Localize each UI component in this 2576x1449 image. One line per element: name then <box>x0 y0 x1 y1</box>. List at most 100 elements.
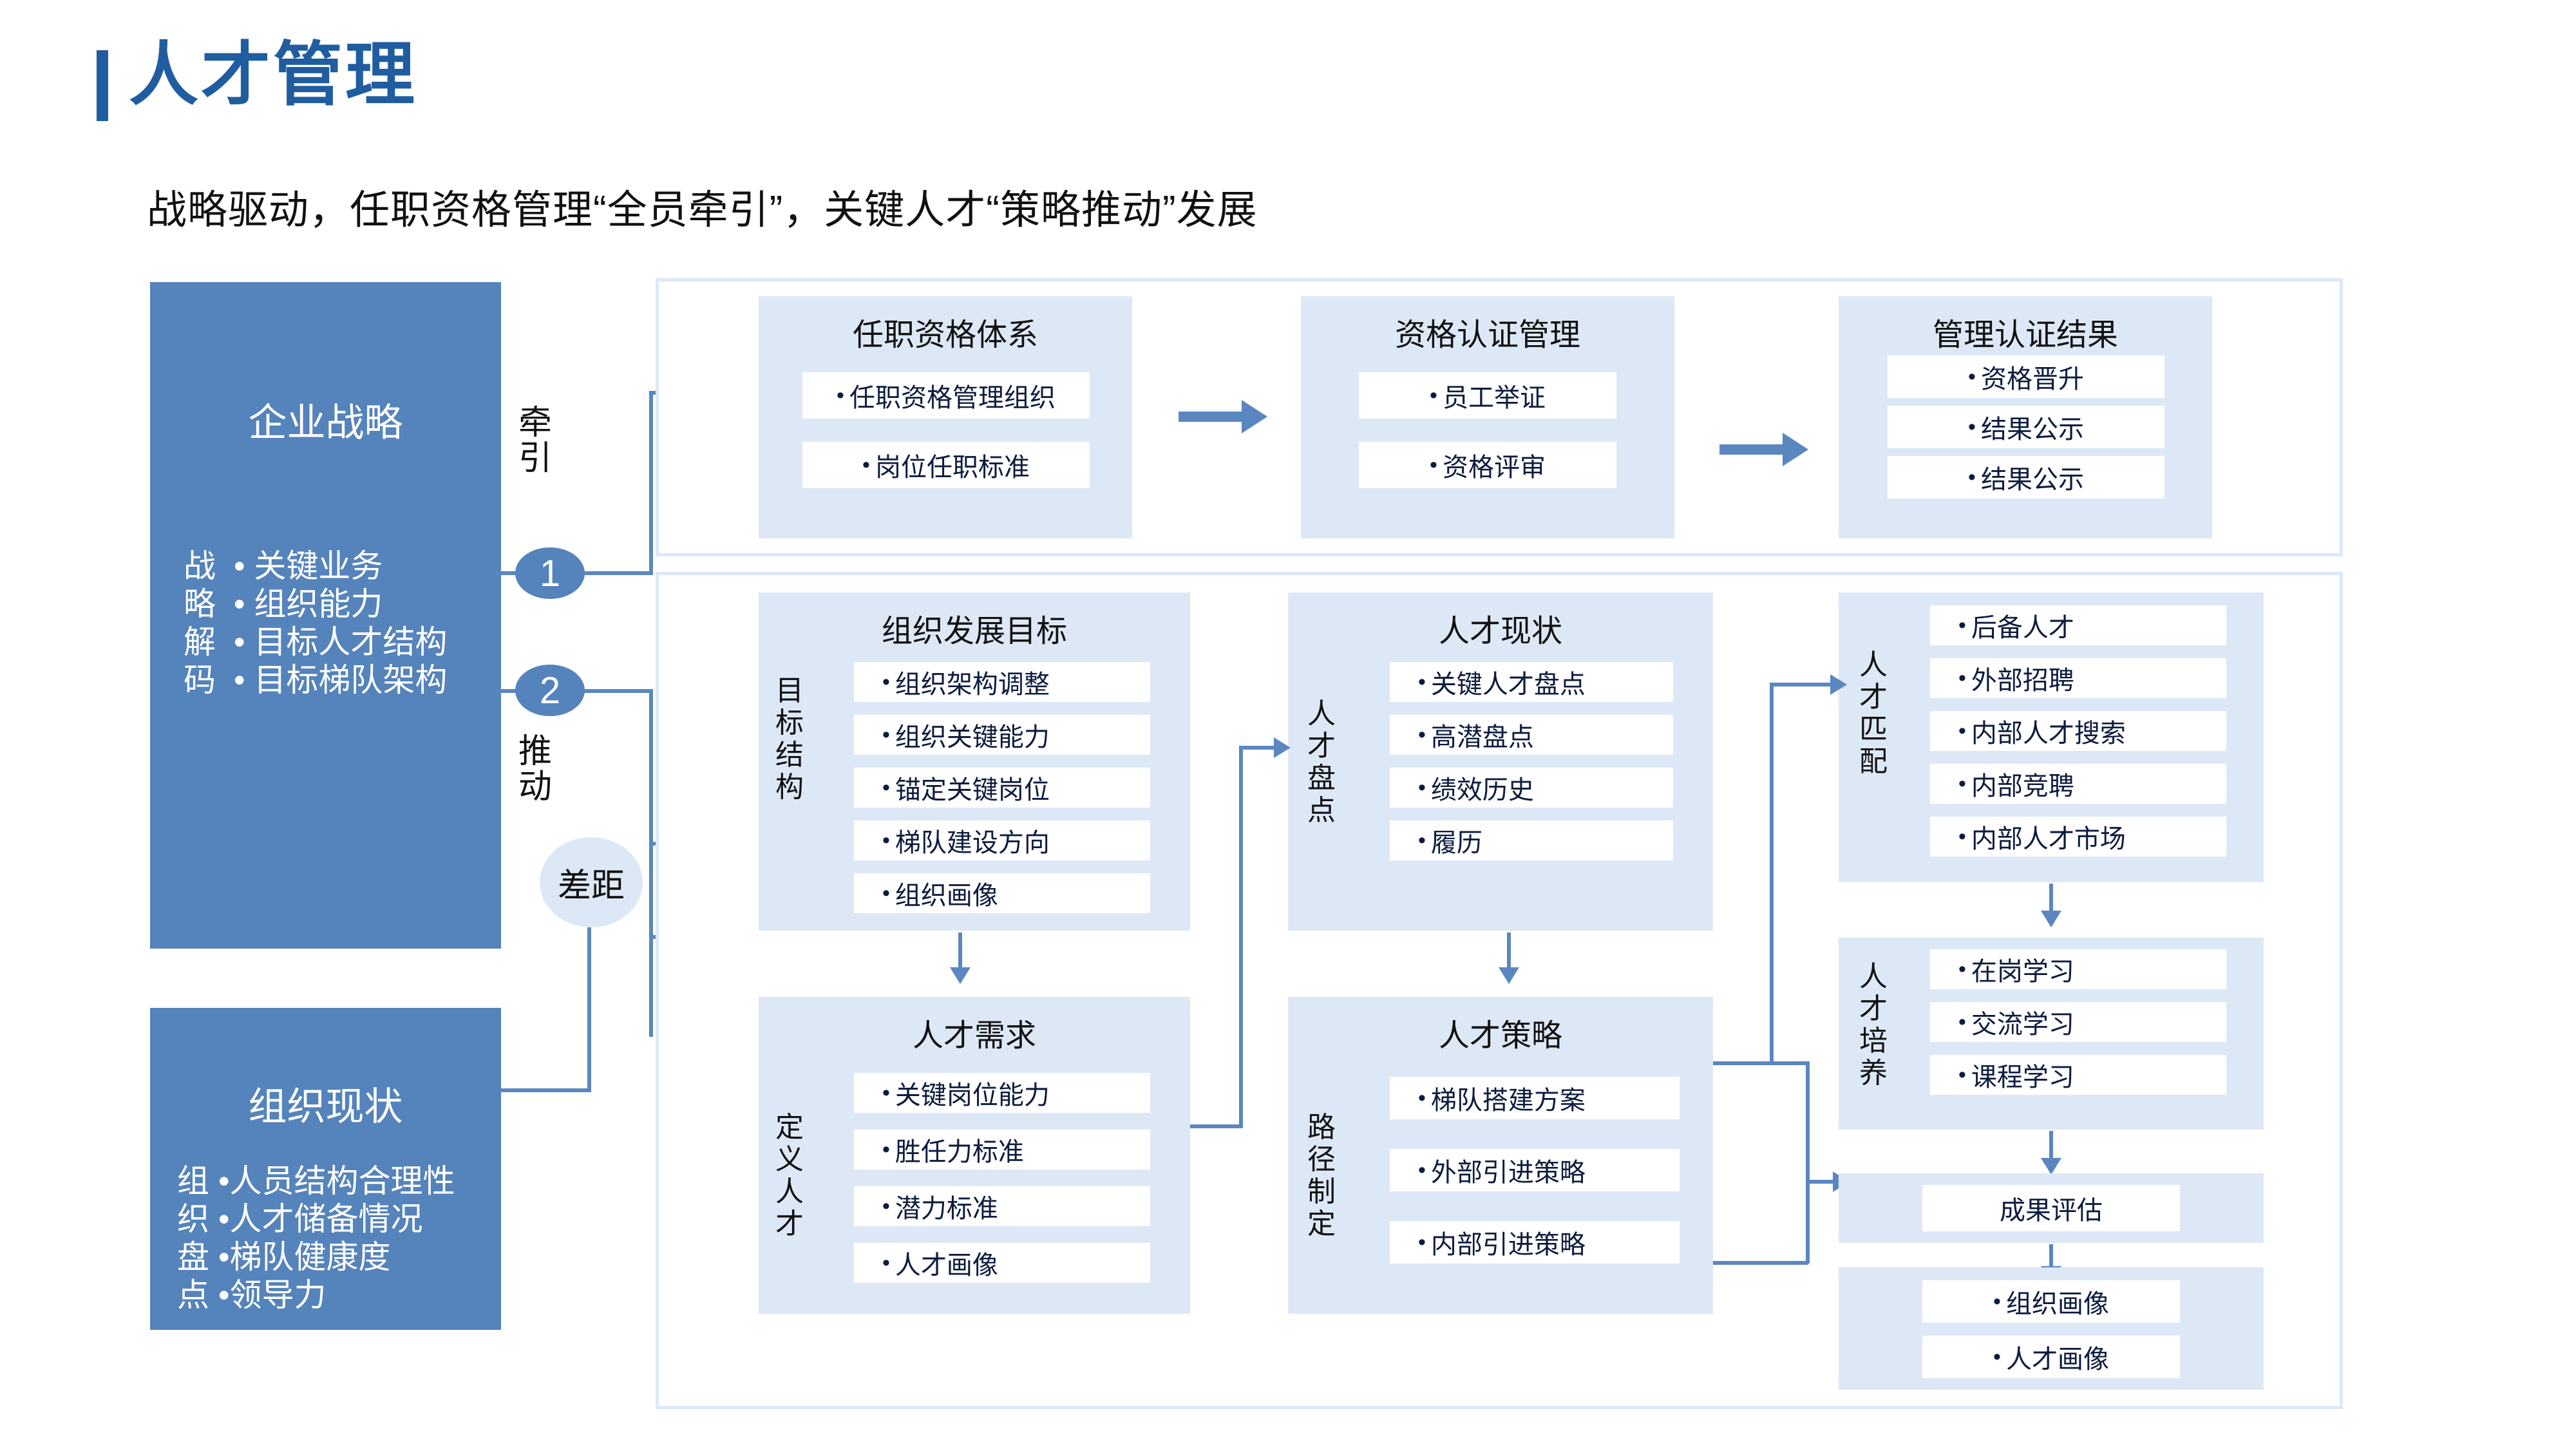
list-item[interactable]: •外部招聘 <box>1930 658 2226 698</box>
bullet-icon: • <box>862 453 870 477</box>
bullet-icon: • <box>1958 1010 1966 1034</box>
list-item[interactable]: •岗位任职标准 <box>802 442 1090 488</box>
list-item[interactable]: •组织画像 <box>854 873 1150 913</box>
bullet-icon: • <box>1418 775 1426 800</box>
list-item[interactable]: •内部人才搜索 <box>1930 711 2226 751</box>
list-item[interactable]: •资格评审 <box>1359 442 1616 488</box>
list-item[interactable]: •课程学习 <box>1930 1055 2226 1095</box>
connector-line-strategy-out-top <box>1713 1061 1810 1065</box>
connector-line-strategy-to-training <box>1806 1180 1837 1184</box>
bullet-icon: • <box>882 1251 890 1275</box>
list-item[interactable]: •结果公示 <box>1888 406 2164 448</box>
vertical-label-talent-matching: 人才匹配 <box>1859 649 1888 778</box>
connector-line-badge1-out <box>583 571 653 575</box>
bullet-icon: • <box>1958 719 1966 743</box>
list-item[interactable]: •资格晋升 <box>1888 355 2164 398</box>
list-item[interactable]: •内部引进策略 <box>1390 1221 1680 1264</box>
group-org-development-goal[interactable]: 组织发展目标 目标结构 •组织架构调整 •组织关键能力 •锚定关键岗位 •梯队建… <box>759 592 1190 931</box>
list-item[interactable]: •关键人才盘点 <box>1390 662 1673 702</box>
group-title-org-development-goal: 组织发展目标 <box>881 614 1067 649</box>
group-result-assessment[interactable]: 成果评估 <box>1839 1173 2264 1243</box>
list-item[interactable]: •关键岗位能力 <box>854 1073 1150 1113</box>
connector-line-matching-to-training <box>2049 884 2053 914</box>
bullet-icon: • <box>882 775 890 800</box>
group-qualification-system[interactable]: 任职资格体系 •任职资格管理组织 •岗位任职标准 <box>759 296 1132 538</box>
list-item[interactable]: •在岗学习 <box>1930 949 2226 989</box>
list-item[interactable]: •梯队建设方向 <box>854 820 1150 860</box>
list-item[interactable]: •梯队搭建方案 <box>1390 1077 1680 1119</box>
group-certification-result[interactable]: 管理认证结果 •资格晋升 •结果公示 •结果公示 <box>1839 296 2212 538</box>
connector-label-push: 推动 <box>518 733 552 806</box>
group-talent-strategy[interactable]: 人才策略 路径制定 •梯队搭建方案 •外部引进策略 •内部引进策略 <box>1288 997 1713 1314</box>
group-title-certification-management: 资格认证管理 <box>1394 318 1580 352</box>
bullet-icon: • <box>882 723 890 747</box>
connector-line-badge2-out <box>583 689 653 693</box>
vertical-label-path-planning: 路径制定 <box>1307 1112 1336 1240</box>
connector-line-badge2-down <box>649 689 653 1037</box>
connector-line-demand-to-status <box>1239 746 1276 750</box>
bullet-icon: • <box>234 624 245 660</box>
list-item[interactable]: •胜任力标准 <box>854 1130 1150 1170</box>
bullet-icon: • <box>1418 1158 1426 1182</box>
list-item: • 组织能力 <box>234 586 383 622</box>
list-item[interactable]: •后备人才 <box>1930 605 2226 645</box>
connector-line-goal-to-demand <box>958 933 962 971</box>
list-item[interactable]: •任职资格管理组织 <box>802 372 1090 419</box>
list-item: • 目标梯队架构 <box>234 662 448 698</box>
arrow-demand-to-status-icon <box>1274 737 1291 758</box>
group-talent-matching[interactable]: 人才匹配 •后备人才 •外部招聘 •内部人才搜索 •内部竞聘 •内部人才市场 <box>1839 592 2264 882</box>
list-item[interactable]: •锚定关键岗位 <box>854 768 1150 808</box>
bullet-icon: • <box>218 1239 230 1275</box>
group-talent-status[interactable]: 人才现状 人才盘点 •关键人才盘点 •高潜盘点 •绩效历史 •履历 <box>1288 592 1713 931</box>
left-box-org-status[interactable]: 组织现状 组织盘点 •人员结构合理性 •人才储备情况 •梯队健康度 •领导力 <box>150 1008 501 1330</box>
bullet-icon: • <box>1958 666 1966 690</box>
bullet-icon: • <box>1968 365 1976 389</box>
list-item[interactable]: •外部引进策略 <box>1390 1149 1680 1191</box>
connector-line-status-elbow-top <box>1770 683 1834 687</box>
vertical-label-talent-inventory: 人才盘点 <box>1307 698 1336 827</box>
bullet-icon: • <box>1430 453 1437 477</box>
group-title-certification-result: 管理认证结果 <box>1932 318 2118 352</box>
list-item[interactable]: •高潜盘点 <box>1390 715 1673 755</box>
list-item[interactable]: •组织关键能力 <box>854 715 1150 755</box>
connector-line-status-elbow-up <box>1770 683 1774 811</box>
left-box-body-2: 组织盘点 •人员结构合理性 •人才储备情况 •梯队健康度 •领导力 <box>173 1162 455 1314</box>
list-item[interactable]: •员工举证 <box>1359 372 1616 419</box>
left-box-items-2: •人员结构合理性 •人才储备情况 •梯队健康度 •领导力 <box>218 1162 455 1314</box>
bullet-icon: • <box>882 1081 890 1105</box>
connector-line-strategy-bottom-up <box>1806 1180 1810 1264</box>
list-item[interactable]: •内部竞聘 <box>1930 764 2226 804</box>
list-item: • 目标人才结构 <box>234 624 448 660</box>
connector-line-status-to-strategy <box>1507 933 1511 971</box>
list-item[interactable]: •绩效历史 <box>1390 768 1673 808</box>
connector-line-orgstatus-out <box>501 1088 591 1092</box>
list-item[interactable]: •组织画像 <box>1922 1280 2180 1323</box>
list-item[interactable]: •履历 <box>1390 820 1673 860</box>
group-certification-management[interactable]: 资格认证管理 •员工举证 •资格评审 <box>1301 296 1674 538</box>
list-item[interactable]: •交流学习 <box>1930 1002 2226 1042</box>
list-item[interactable]: •潜力标准 <box>854 1186 1150 1226</box>
list-item[interactable]: •内部人才市场 <box>1930 817 2226 857</box>
group-title-talent-demand: 人才需求 <box>912 1019 1036 1053</box>
group-talent-training[interactable]: 人才培养 •在岗学习 •交流学习 •课程学习 <box>1839 938 2264 1130</box>
bullet-icon: • <box>1958 1063 1966 1087</box>
bullet-icon: • <box>1418 1230 1426 1255</box>
list-item[interactable]: •人才画像 <box>1922 1336 2180 1378</box>
connector-line-strategy-out-bottom <box>1713 1261 1808 1265</box>
bullet-icon: • <box>1418 670 1426 694</box>
group-portraits[interactable]: •组织画像 •人才画像 <box>1839 1267 2264 1390</box>
badge-2: 2 <box>515 665 585 716</box>
list-item[interactable]: •人才画像 <box>854 1243 1150 1283</box>
arrow-cert-to-result-icon <box>1783 433 1808 466</box>
group-title-talent-strategy: 人才策略 <box>1438 1019 1562 1053</box>
list-item[interactable]: •组织架构调整 <box>854 662 1150 702</box>
list-item[interactable]: 成果评估 <box>1922 1185 2180 1231</box>
connector-line-strategy-mid <box>1806 1061 1810 1184</box>
connector-line-assessment-to-portrait <box>2049 1244 2053 1270</box>
bullet-icon: • <box>1958 824 1966 849</box>
left-box-corporate-strategy[interactable]: 企业战略 战略解码 • 关键业务 • 组织能力 • 目标人才结构 • 目标梯队架… <box>150 282 501 949</box>
list-item[interactable]: •结果公示 <box>1888 456 2164 498</box>
group-talent-demand[interactable]: 人才需求 定义人才 •关键岗位能力 •胜任力标准 •潜力标准 •人才画像 <box>759 997 1190 1314</box>
left-box-items-1: • 关键业务 • 组织能力 • 目标人才结构 • 目标梯队架构 <box>234 547 447 699</box>
bullet-icon: • <box>1418 828 1426 853</box>
